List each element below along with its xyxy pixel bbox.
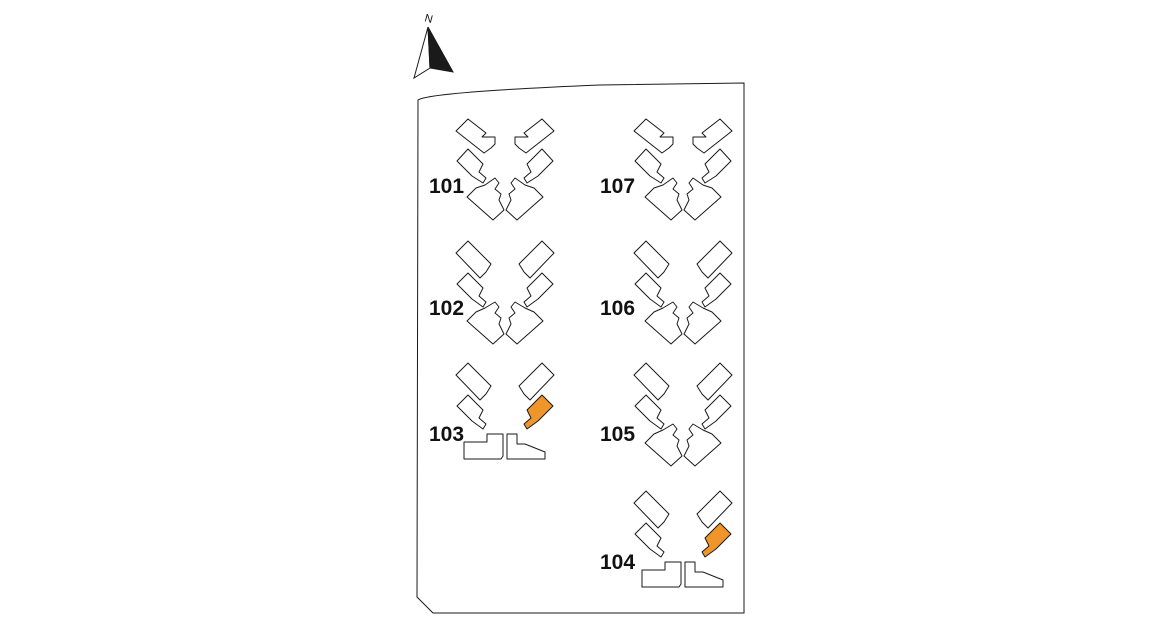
building-101-block-r2[interactable] (523, 148, 554, 184)
building-104[interactable] (633, 490, 733, 588)
building-103-block-r2-highlighted[interactable] (523, 394, 554, 430)
building-102-block-r2[interactable] (523, 272, 554, 308)
buildings-layer: 101 102 103 104 105 106 107 (429, 118, 733, 588)
building-106-block-r1[interactable] (696, 240, 733, 279)
building-102-block-r3[interactable] (505, 301, 544, 345)
building-103-block-r1[interactable] (518, 362, 555, 401)
building-107-block-l2[interactable] (634, 148, 665, 184)
building-101-block-l1[interactable] (455, 118, 496, 154)
building-103-block-l3[interactable] (463, 433, 504, 460)
building-101-block-r3[interactable] (505, 177, 544, 221)
building-106-block-r2[interactable] (701, 272, 732, 308)
building-105-block-l3[interactable] (644, 423, 683, 467)
building-101-block-l2[interactable] (456, 148, 487, 184)
building-104-block-r1[interactable] (696, 490, 733, 529)
building-102-block-l1[interactable] (455, 240, 492, 279)
north-arrow-icon: N (413, 12, 454, 80)
north-label: N (423, 12, 434, 26)
building-label-104[interactable]: 104 (600, 551, 635, 574)
building-106-block-l2[interactable] (634, 272, 665, 308)
building-102-block-r1[interactable] (518, 240, 555, 279)
building-104-block-r3[interactable] (684, 561, 724, 588)
building-101-block-l3[interactable] (466, 177, 505, 221)
building-103-block-l2[interactable] (456, 394, 487, 430)
building-106-block-r3[interactable] (683, 301, 722, 345)
building-101-block-r1[interactable] (514, 118, 555, 154)
building-107[interactable] (633, 118, 733, 221)
building-106-block-l3[interactable] (644, 301, 683, 345)
building-104-block-r2-highlighted[interactable] (701, 522, 732, 558)
building-103-block-r3[interactable] (506, 433, 546, 460)
building-105-block-l1[interactable] (633, 362, 670, 401)
building-label-106[interactable]: 106 (600, 297, 635, 320)
building-104-block-l1[interactable] (633, 490, 670, 529)
building-label-105[interactable]: 105 (600, 423, 635, 446)
building-101[interactable] (455, 118, 555, 221)
building-label-107[interactable]: 107 (600, 175, 635, 198)
building-102[interactable] (455, 240, 555, 345)
site-boundary (416, 82, 745, 614)
building-102-block-l3[interactable] (466, 301, 505, 345)
building-105-block-r2[interactable] (701, 394, 732, 430)
building-label-102[interactable]: 102 (429, 297, 464, 320)
building-105-block-l2[interactable] (634, 394, 665, 430)
building-107-block-r2[interactable] (701, 148, 732, 184)
building-106-block-l1[interactable] (633, 240, 670, 279)
building-104-block-l2[interactable] (634, 522, 665, 558)
building-105-block-r3[interactable] (683, 423, 722, 467)
building-102-block-l2[interactable] (456, 272, 487, 308)
building-107-block-r3[interactable] (683, 177, 722, 221)
building-107-block-l1[interactable] (633, 118, 674, 154)
building-103[interactable] (455, 362, 555, 460)
building-105-block-r1[interactable] (696, 362, 733, 401)
building-107-block-r1[interactable] (692, 118, 733, 154)
building-107-block-l3[interactable] (644, 177, 683, 221)
building-105[interactable] (633, 362, 733, 467)
building-106[interactable] (633, 240, 733, 345)
building-104-block-l3[interactable] (641, 561, 682, 588)
building-103-block-l1[interactable] (455, 362, 492, 401)
building-label-101[interactable]: 101 (429, 175, 464, 198)
building-label-103[interactable]: 103 (429, 423, 464, 446)
